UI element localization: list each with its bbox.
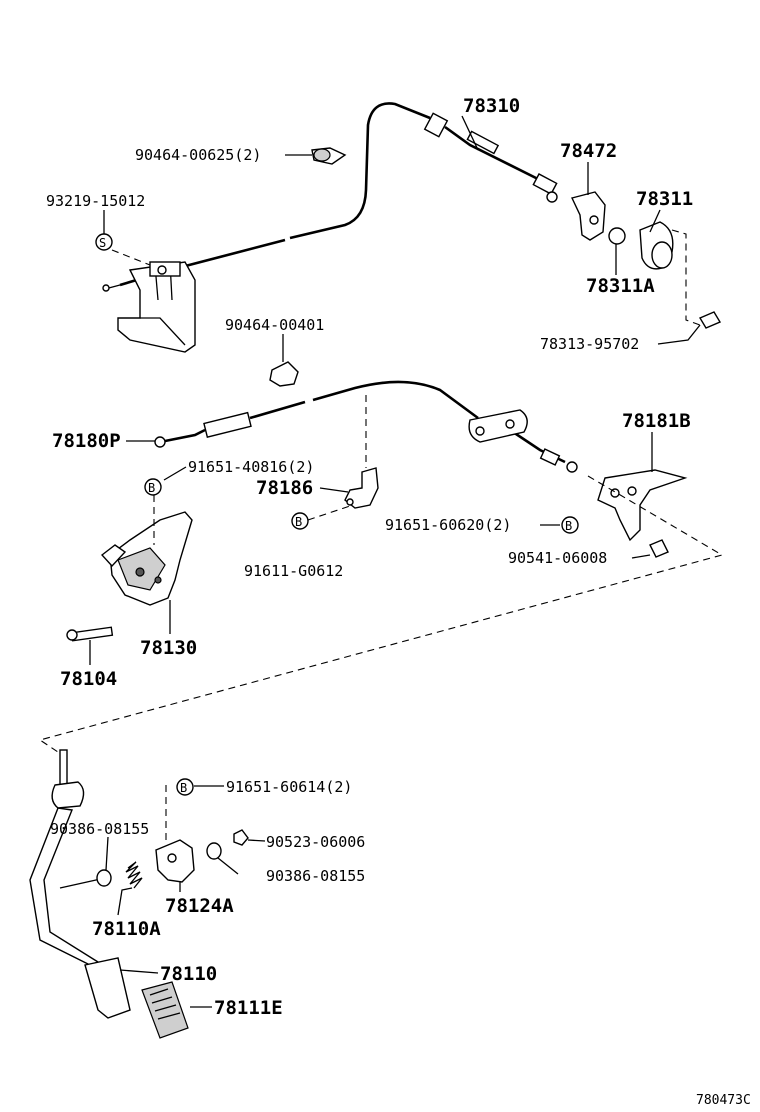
- label-90386-08155-right: 90386-08155: [266, 867, 365, 885]
- label-78311A: 78311A: [586, 275, 655, 297]
- throttle-cable-78180P: [154, 380, 578, 473]
- clip-90464-00625: [311, 147, 347, 165]
- stopper-78311: [608, 221, 674, 270]
- label-93219-15012: 93219-15012: [46, 192, 145, 210]
- bracket-78124A: [155, 839, 195, 883]
- svg-text:B: B: [565, 519, 572, 533]
- label-91611-G0612: 91611-G0612: [244, 562, 343, 580]
- symbol-s-93219: S: [95, 233, 113, 251]
- clip-90464-00401: [269, 361, 299, 387]
- label-90523-06006: 90523-06006: [266, 833, 365, 851]
- label-78311: 78311: [636, 188, 693, 210]
- label-90541-06008: 90541-06008: [508, 549, 607, 567]
- cable-bracket-left: [117, 261, 196, 353]
- label-78111E: 78111E: [214, 997, 283, 1019]
- label-78472: 78472: [560, 140, 617, 162]
- svg-text:B: B: [148, 481, 155, 495]
- bracket-78181B: [597, 469, 688, 542]
- label-78124A: 78124A: [165, 895, 234, 917]
- bolt-78313-95702: [698, 311, 722, 329]
- bracket-78130: [100, 511, 193, 606]
- symbol-b-91611: B: [291, 512, 309, 530]
- symbol-b-91651-60620: B: [561, 516, 579, 534]
- label-90386-08155-left: 90386-08155: [50, 820, 149, 838]
- label-78181B: 78181B: [622, 410, 691, 432]
- label-78310: 78310: [463, 95, 520, 117]
- bushing-and-nut: [206, 829, 249, 860]
- bracket-78472: [571, 191, 606, 241]
- label-78180P: 78180P: [52, 430, 121, 452]
- label-91651-60614: 91651-60614(2): [226, 778, 352, 796]
- label-90464-00401: 90464-00401: [225, 316, 324, 334]
- figure-code: 780473C: [696, 1093, 751, 1108]
- svg-text:B: B: [180, 781, 187, 795]
- label-78313-95702: 78313-95702: [540, 335, 639, 353]
- link-78186: [344, 467, 379, 509]
- pedal-pad-78111E: [141, 981, 189, 1039]
- bolt-90541-06008: [649, 539, 669, 558]
- bolt-78104: [66, 626, 114, 642]
- accelerator-cable-78310: [102, 102, 558, 292]
- label-91651-60620: 91651-60620(2): [385, 516, 511, 534]
- svg-text:B: B: [295, 515, 302, 529]
- label-90464-00625: 90464-00625(2): [135, 146, 261, 164]
- symbol-b-91651-60614: B: [176, 778, 194, 796]
- label-78110: 78110: [160, 963, 217, 985]
- label-78110A: 78110A: [92, 918, 161, 940]
- label-78186: 78186: [256, 477, 313, 499]
- leader-lines: [89, 115, 701, 1008]
- label-91651-40816: 91651-40816(2): [188, 458, 314, 476]
- svg-text:S: S: [99, 236, 106, 250]
- label-78130: 78130: [140, 637, 197, 659]
- label-78104: 78104: [60, 668, 117, 690]
- pedal-arm-78110: [29, 749, 131, 1019]
- spring-78110A: [96, 861, 143, 889]
- symbol-b-91651-40816: B: [144, 478, 162, 496]
